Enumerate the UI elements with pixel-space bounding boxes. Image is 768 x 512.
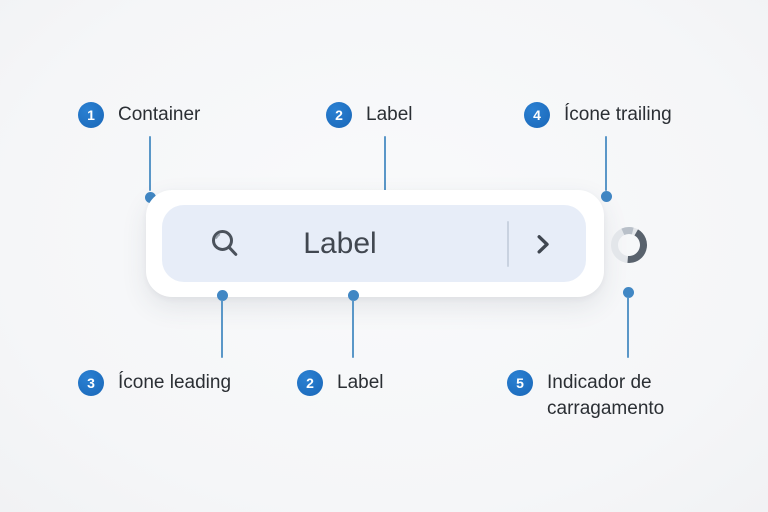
connector-line-leading-icon [221, 300, 223, 358]
callout-5-label: Indicador de carragamento [547, 372, 665, 419]
callout-2-bottom-badge: 2 [297, 370, 323, 396]
connector-line-label-top [384, 136, 386, 191]
search-bar-container[interactable]: Label [146, 190, 604, 297]
connector-dot-container [144, 191, 156, 203]
callout-label-bottom: 2 Label [297, 370, 384, 396]
callout-2-top-badge: 2 [326, 102, 352, 128]
connector-dot-loading [622, 286, 634, 298]
callout-1-badge: 1 [78, 102, 104, 128]
connector-line-loading [627, 297, 629, 358]
connector-dot-trailing-icon [600, 190, 612, 202]
connector-line-trailing-icon [605, 136, 607, 191]
search-field[interactable]: Label [162, 205, 586, 282]
callout-2-bottom-label: Label [337, 372, 384, 393]
connector-dot-leading-icon [216, 289, 228, 301]
connector-dot-label-bottom [347, 289, 359, 301]
callout-trailing-icon: 4 Ícone trailing [524, 102, 672, 128]
callout-4-label: Ícone trailing [564, 104, 672, 125]
callout-leading-icon: 3 Ícone leading [78, 370, 231, 396]
callout-3-badge: 3 [78, 370, 104, 396]
callout-loading-indicator: 5 Indicador de carragamento [507, 370, 679, 422]
callout-3-label: Ícone leading [118, 372, 232, 393]
search-field-label: Label [303, 226, 377, 260]
connector-line-label-bottom [352, 300, 354, 358]
field-divider [507, 221, 509, 267]
callout-2-top-label: Label [366, 104, 413, 125]
search-icon [212, 230, 238, 256]
callout-1-label: Container [118, 104, 201, 125]
callout-container: 1 Container [78, 102, 200, 128]
callout-5-badge: 5 [507, 370, 533, 396]
callout-4-badge: 4 [524, 102, 550, 128]
chevron-right-icon[interactable] [531, 232, 555, 256]
callout-label-top: 2 Label [326, 102, 413, 128]
loading-spinner-icon [611, 227, 647, 263]
connector-line-container [149, 136, 151, 191]
